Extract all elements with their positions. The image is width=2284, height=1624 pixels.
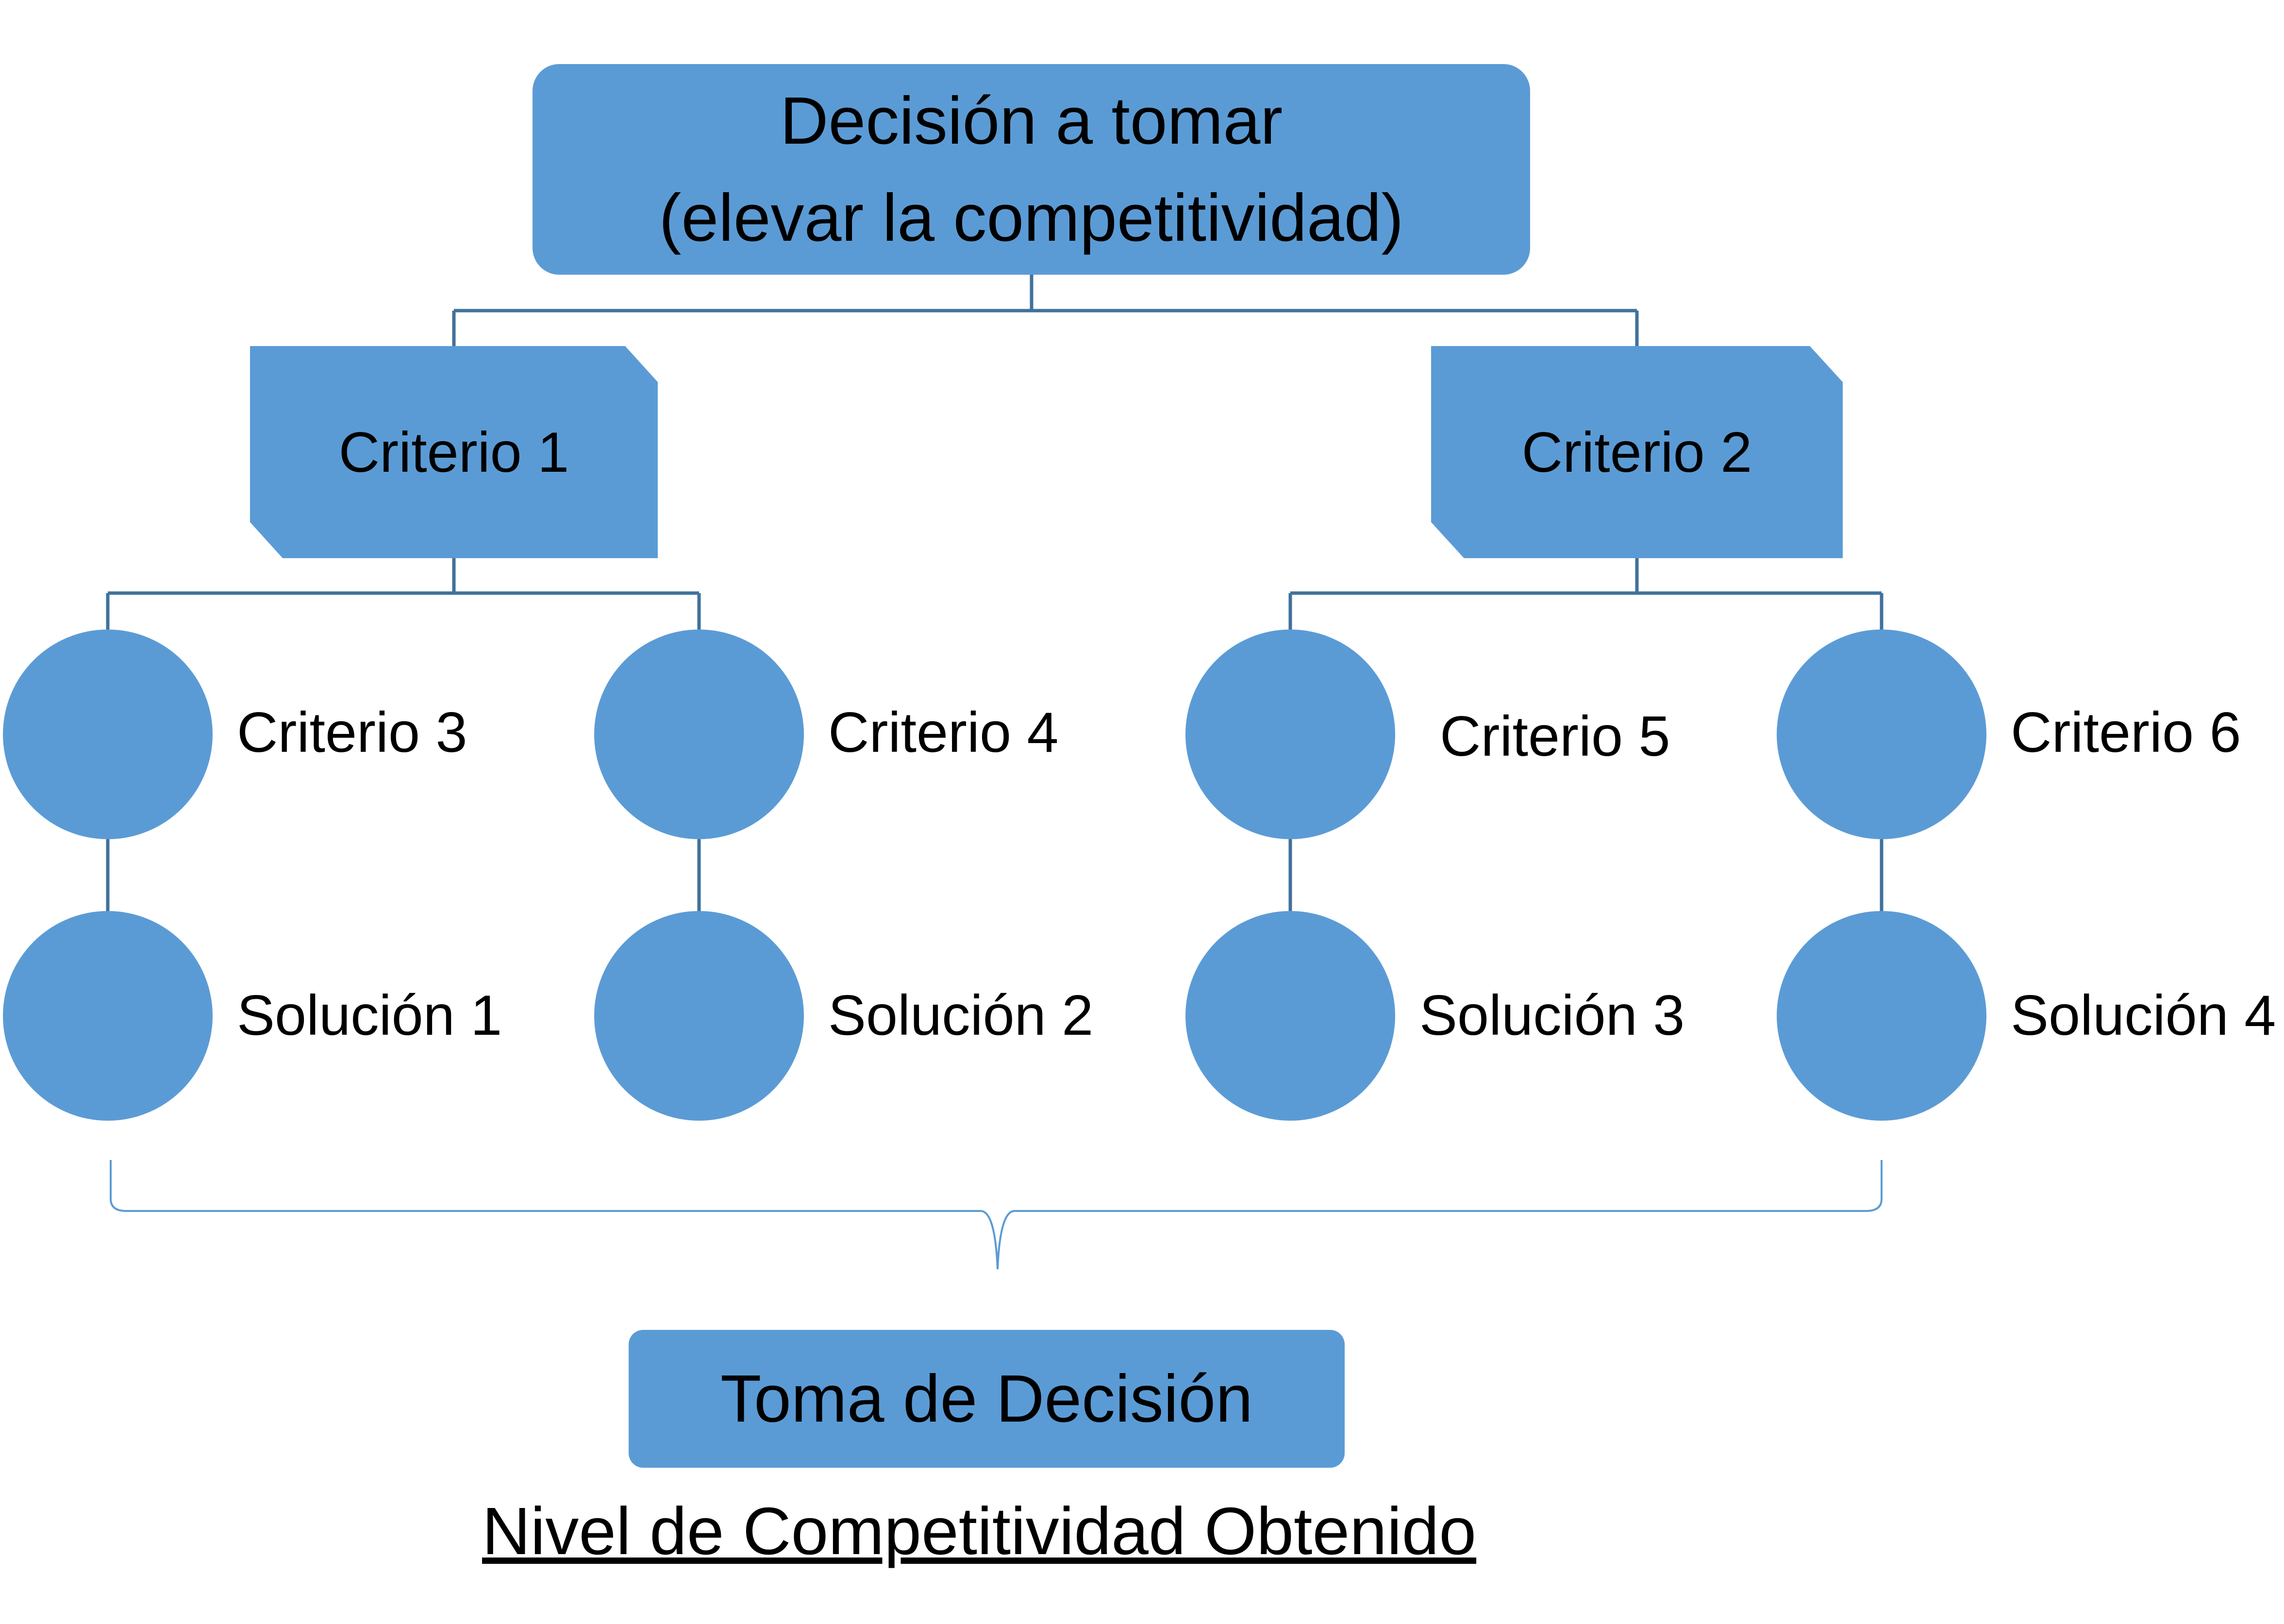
solucion-2-circle <box>594 911 804 1121</box>
criterio-5-label: Criterio 5 <box>1440 704 1670 768</box>
connector-criterio-1 <box>106 558 701 630</box>
criterio-4-label: Criterio 4 <box>828 700 1059 764</box>
brace-bracket <box>110 1160 1883 1270</box>
solucion-3-circle <box>1185 911 1395 1121</box>
decision-goal-box: Decisión a tomar (elevar la competitivid… <box>533 64 1530 275</box>
toma-de-decision-label: Toma de Decisión <box>720 1361 1253 1436</box>
criterio-3-circle <box>3 630 213 839</box>
connector-criterio-2 <box>1288 558 1884 630</box>
solucion-1-circle <box>3 911 213 1121</box>
criterio-1-label: Criterio 1 <box>338 420 569 484</box>
criterio-6-label: Criterio 6 <box>2011 700 2241 764</box>
connector-top <box>452 275 1639 346</box>
solucion-2-label: Solución 2 <box>828 983 1094 1047</box>
decision-goal-line1: Decisión a tomar <box>780 83 1283 158</box>
criterio-4-circle <box>594 630 804 839</box>
decision-goal-line2: (elevar la competitividad) <box>659 181 1404 255</box>
footer-caption: Nivel de Competitividad Obtenido <box>482 1494 1477 1569</box>
solucion-4-label: Solución 4 <box>2011 983 2276 1047</box>
criterio-1-node: Criterio 1 <box>250 346 658 558</box>
criterio-2-label: Criterio 2 <box>1521 420 1752 484</box>
criterio-3-label: Criterio 3 <box>237 700 467 764</box>
criterio-2-node: Criterio 2 <box>1431 346 1843 558</box>
solucion-3-label: Solución 3 <box>1419 983 1685 1047</box>
criterio-5-circle <box>1185 630 1395 839</box>
criterio-6-circle <box>1777 630 1986 839</box>
solucion-1-label: Solución 1 <box>237 983 502 1047</box>
toma-de-decision-box: Toma de Decisión <box>629 1330 1345 1468</box>
solucion-4-circle <box>1777 911 1986 1121</box>
